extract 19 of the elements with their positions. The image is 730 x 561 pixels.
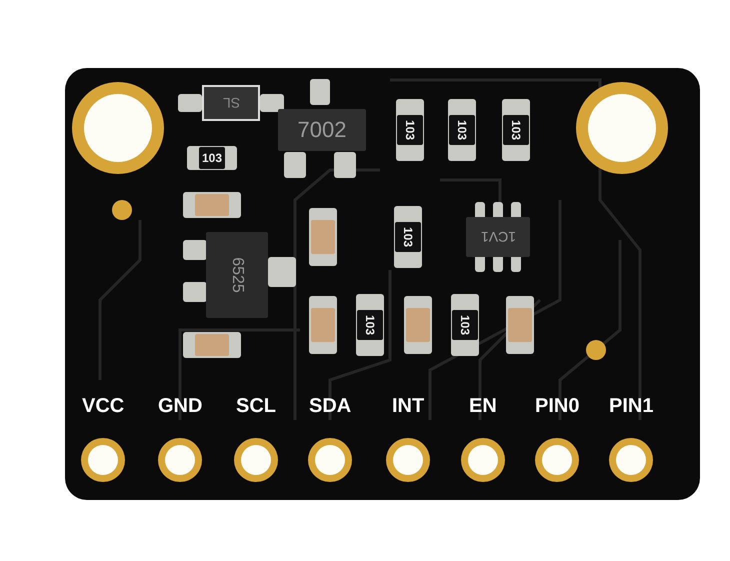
part-marking: 103 — [510, 120, 522, 140]
pin-label: VCC — [82, 396, 124, 416]
part-marking: 103 — [404, 120, 416, 140]
part-marking: 103 — [202, 152, 222, 164]
pin-label: PIN1 — [609, 396, 654, 416]
part-marking: 103 — [402, 226, 414, 248]
part-marking: 1CV1 — [480, 230, 516, 244]
part-marking: 103 — [364, 314, 376, 336]
pin-label: GND — [158, 396, 202, 416]
pin-label: INT — [392, 396, 424, 416]
part-marking: 7002 — [298, 119, 346, 141]
part-marking: 103 — [459, 314, 472, 336]
pin-label: SCL — [236, 396, 276, 416]
part-marking: 103 — [456, 120, 468, 140]
pin-label: EN — [469, 396, 497, 416]
part-marking: SL — [222, 96, 240, 110]
part-marking: 6525 — [228, 257, 245, 293]
pin-label: PIN0 — [535, 396, 580, 416]
pin-label: SDA — [309, 396, 352, 416]
